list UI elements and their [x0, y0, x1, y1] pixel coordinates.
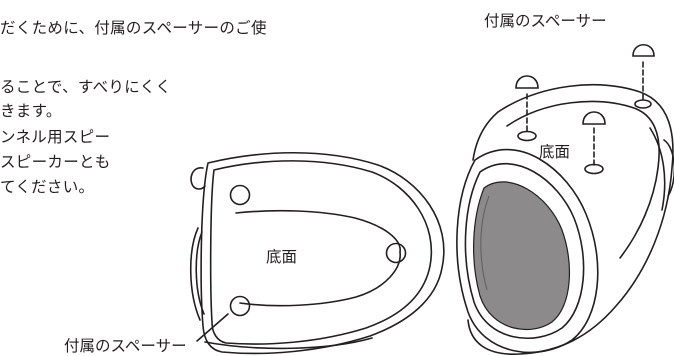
spacer-dome-2 — [633, 45, 654, 56]
label-bottom-right: 底面 — [539, 140, 570, 162]
spacer-dome-1 — [516, 76, 538, 88]
right-speaker-grille — [474, 182, 570, 330]
left-speaker-drawing — [191, 153, 444, 354]
label-spacer-top: 付属のスペーサー — [484, 9, 607, 31]
label-spacer-bottom: 付属のスペーサー — [64, 334, 187, 356]
label-bottom-left: 底面 — [266, 245, 297, 267]
spacer-dome-3 — [583, 112, 605, 124]
